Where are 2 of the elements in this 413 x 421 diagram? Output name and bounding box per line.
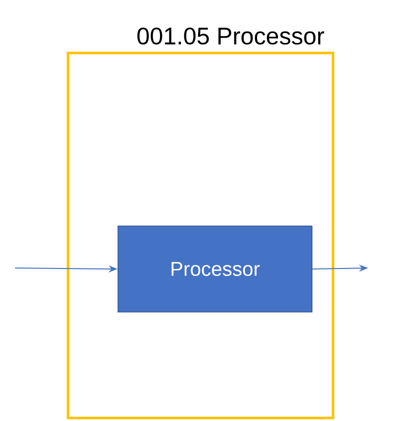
node-label: 001.05 Processor <box>137 28 324 45</box>
process-box: Processor <box>118 226 312 312</box>
